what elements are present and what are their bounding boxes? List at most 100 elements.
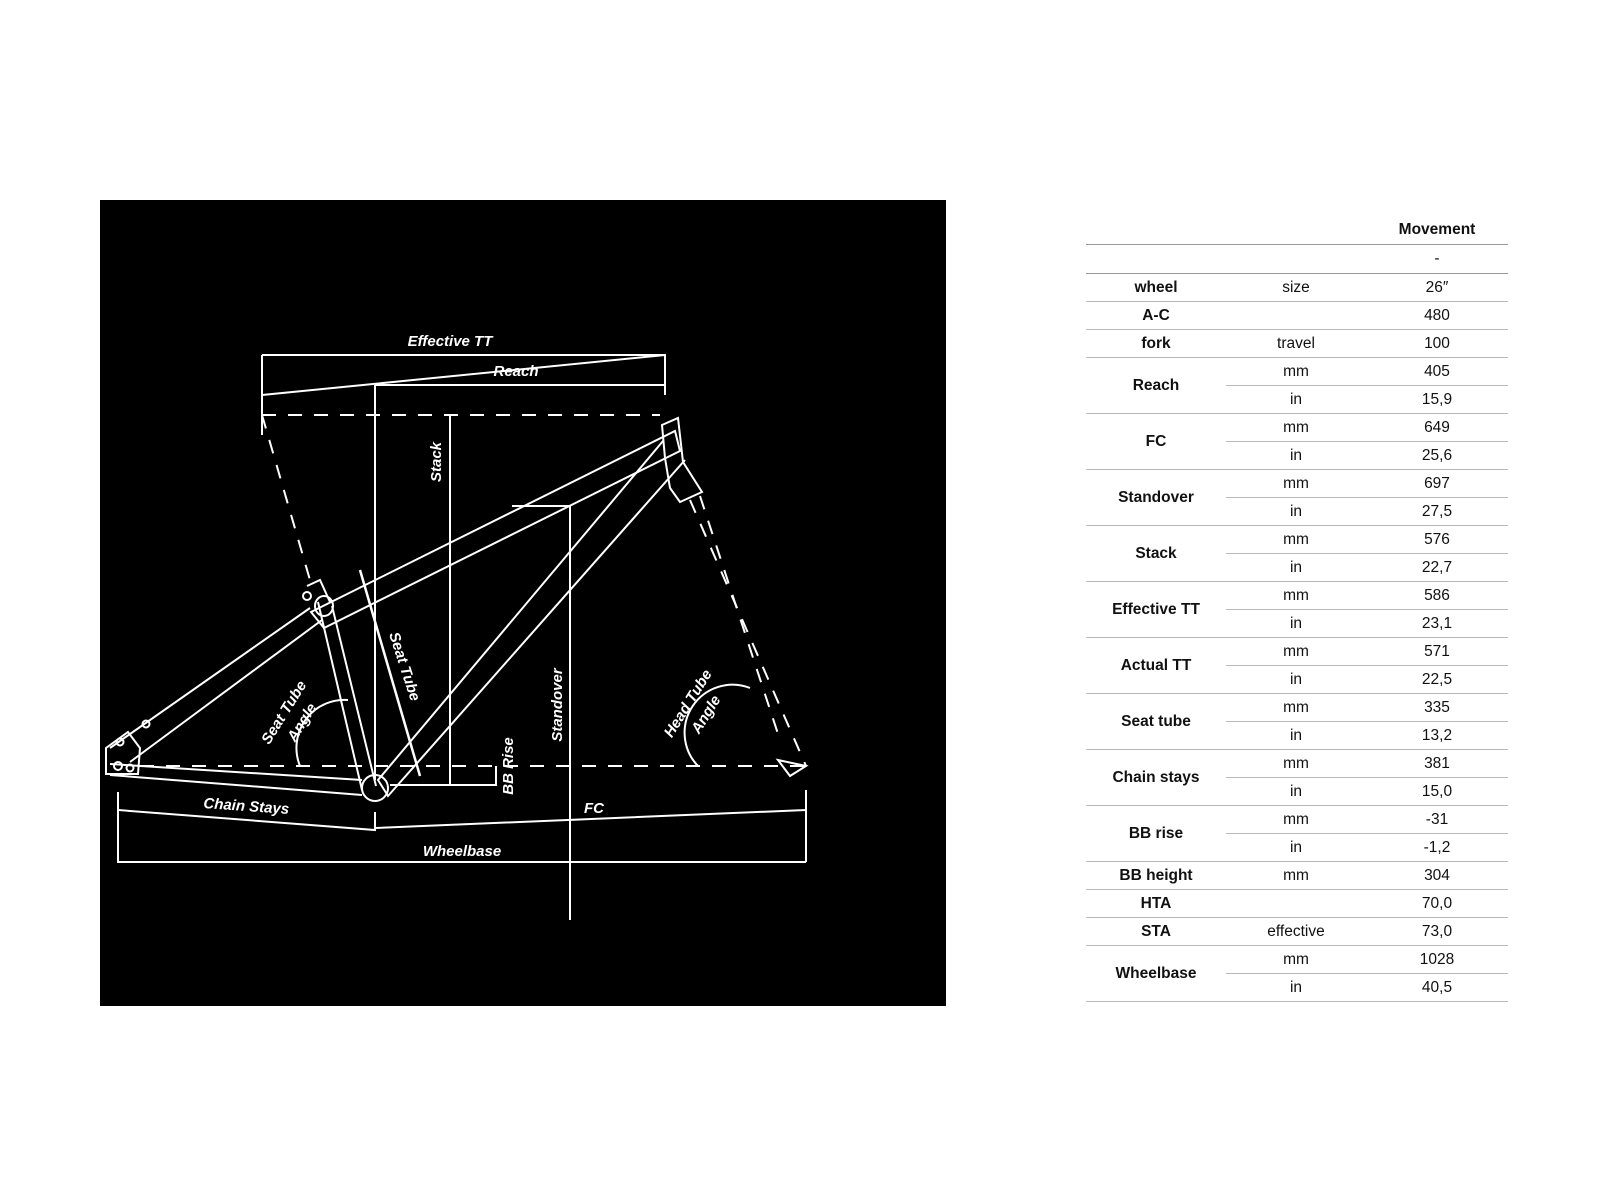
fc-dimension — [374, 790, 807, 862]
unit-cell: in — [1226, 973, 1366, 1002]
label-stack: Stack — [428, 441, 445, 482]
rear-dropout — [105, 730, 142, 775]
value-cell: 381 — [1366, 749, 1508, 778]
table-row: A-C 480 — [1086, 301, 1508, 330]
unit-cell: in — [1226, 833, 1366, 862]
unit-cell: mm — [1226, 749, 1366, 778]
bolt — [125, 763, 135, 773]
bb-rise-dimension — [390, 766, 497, 786]
label-effective-tt: Effective TT — [408, 333, 495, 350]
wheelbase-dimension — [117, 810, 806, 863]
seat-collar — [314, 595, 334, 617]
front-axle — [775, 758, 809, 778]
label-seat-tube: Seat Tube — [385, 630, 423, 703]
value-cell: 73,0 — [1366, 917, 1508, 946]
value-cell: 1028 — [1366, 945, 1508, 974]
model-name: Movement — [1366, 216, 1508, 245]
seat-tube-angle-arc — [295, 698, 349, 767]
value-cell: 304 — [1366, 861, 1508, 890]
frame-drawing: Effective TT Reach Stack Seat Tube Seat … — [105, 333, 809, 920]
param-name: Wheelbase — [1086, 945, 1226, 1002]
value-cell: 22,7 — [1366, 553, 1508, 582]
dashed-fork-line-2 — [699, 495, 781, 741]
param-name: FC — [1086, 413, 1226, 470]
param-name: A-C — [1086, 301, 1226, 330]
frame-tubes — [105, 416, 704, 802]
label-wheelbase: Wheelbase — [423, 843, 501, 860]
unit-cell: in — [1226, 385, 1366, 414]
param-name: STA — [1086, 917, 1226, 946]
bolt — [141, 719, 151, 729]
value-cell: 13,2 — [1366, 721, 1508, 750]
table-header-row: Movement — [1086, 216, 1508, 245]
dashed-seat-line — [261, 414, 311, 581]
value-cell: 586 — [1366, 581, 1508, 610]
reach-dimension — [374, 384, 666, 780]
param-name: Chain stays — [1086, 749, 1226, 806]
value-cell: 70,0 — [1366, 889, 1508, 918]
unit-cell: effective — [1226, 917, 1366, 946]
seat-tube-line — [358, 569, 422, 777]
value-cell: 40,5 — [1366, 973, 1508, 1002]
chain-stays — [109, 763, 363, 796]
unit-cell: in — [1226, 777, 1366, 806]
unit-cell — [1226, 889, 1366, 918]
param-name: HTA — [1086, 889, 1226, 918]
value-cell: 697 — [1366, 469, 1508, 498]
chain-stays-dimension — [117, 792, 376, 832]
unit-cell: mm — [1226, 805, 1366, 834]
label-fc: FC — [584, 800, 605, 817]
param-name: Seat tube — [1086, 693, 1226, 750]
unit-cell: in — [1226, 665, 1366, 694]
unit-cell: mm — [1226, 637, 1366, 666]
bolt — [302, 591, 312, 601]
param-name: BB rise — [1086, 805, 1226, 862]
label-standover: Standover — [549, 667, 566, 742]
effective-tt-dimension — [261, 354, 666, 435]
unit-cell — [1226, 301, 1366, 330]
param-name: Standover — [1086, 469, 1226, 526]
value-cell: 576 — [1366, 525, 1508, 554]
param-name: BB height — [1086, 861, 1226, 890]
unit-cell: mm — [1226, 581, 1366, 610]
label-reach: Reach — [493, 363, 538, 380]
value-cell: 26″ — [1366, 273, 1508, 302]
value-cell: 480 — [1366, 301, 1508, 330]
unit-cell: mm — [1226, 413, 1366, 442]
table-size-row: - — [1086, 244, 1508, 274]
bolt — [115, 737, 125, 747]
value-cell: 405 — [1366, 357, 1508, 386]
value-cell: 22,5 — [1366, 665, 1508, 694]
param-name: Actual TT — [1086, 637, 1226, 694]
unit-cell: mm — [1226, 357, 1366, 386]
unit-cell: travel — [1226, 329, 1366, 358]
seat-tube — [317, 601, 377, 791]
dashed-construction-lines — [140, 414, 807, 767]
value-cell: 27,5 — [1366, 497, 1508, 526]
value-cell: 25,6 — [1366, 441, 1508, 470]
unit-cell: size — [1226, 273, 1366, 302]
axle — [113, 761, 123, 771]
dimension-lines — [117, 354, 807, 920]
unit-cell: mm — [1226, 693, 1366, 722]
unit-cell: mm — [1226, 945, 1366, 974]
param-name: fork — [1086, 329, 1226, 358]
